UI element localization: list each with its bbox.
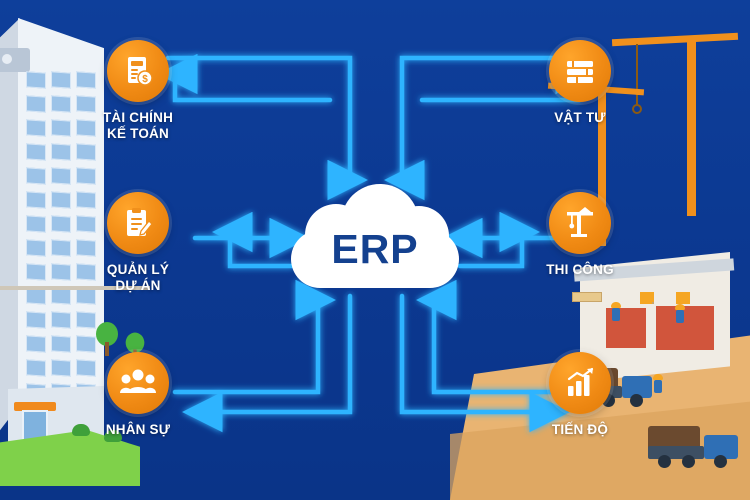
material-stack-icon bbox=[567, 61, 593, 83]
flow-erp-to-progress bbox=[399, 293, 570, 433]
brick-wall bbox=[656, 306, 714, 350]
node-project-label-line2: DỰ ÁN bbox=[115, 277, 161, 293]
building-roof-unit bbox=[0, 48, 30, 72]
flow-progress-to-erp bbox=[416, 279, 581, 395]
invoice-dollar-icon: $ bbox=[128, 57, 153, 86]
tower-crane-icon bbox=[567, 207, 593, 237]
node-construction-label: THI CÔNG bbox=[520, 262, 640, 278]
dump-truck bbox=[648, 424, 744, 472]
node-material-circle[interactable] bbox=[549, 40, 611, 102]
bush bbox=[72, 424, 90, 436]
node-project[interactable]: QUẢN LÝ DỰ ÁN bbox=[78, 192, 198, 294]
tower-crane-mast bbox=[687, 36, 696, 216]
node-construction-circle[interactable] bbox=[549, 192, 611, 254]
flow-material-to-erp bbox=[384, 55, 588, 201]
floor-slab bbox=[0, 286, 150, 290]
node-hr-label-line1: NHÂN SỰ bbox=[105, 422, 171, 437]
erp-center-label: ERP bbox=[331, 226, 419, 272]
office-building-illustration bbox=[0, 18, 104, 478]
flow-erp-to-project bbox=[212, 211, 295, 269]
flow-erp-to-construction bbox=[457, 211, 540, 269]
people-group-icon bbox=[120, 369, 156, 393]
node-progress-label: TIẾN ĐỘ bbox=[520, 422, 640, 438]
node-material-label: VẬT TƯ bbox=[520, 110, 640, 126]
pipe-stack bbox=[652, 302, 654, 304]
pipe-stack bbox=[572, 292, 602, 302]
node-finance-label-line2: KẾ TOÁN bbox=[107, 125, 169, 141]
crane-hook bbox=[632, 104, 642, 114]
crane-cable bbox=[636, 44, 638, 106]
building-awning bbox=[14, 402, 56, 411]
node-progress-label-line1: TIẾN ĐỘ bbox=[551, 422, 609, 437]
node-finance-label: TÀI CHÍNH KẾ TOÁN bbox=[78, 110, 198, 142]
building-front-wall bbox=[18, 18, 104, 448]
flow-finance-to-erp bbox=[165, 55, 368, 201]
scaffold-block bbox=[676, 292, 690, 304]
node-material[interactable]: VẬT TƯ bbox=[520, 40, 640, 126]
bar-chart-arrow-icon bbox=[567, 367, 594, 396]
flow-erp-to-finance bbox=[157, 53, 333, 103]
node-material-label-line1: VẬT TƯ bbox=[554, 110, 606, 125]
tree bbox=[96, 322, 118, 356]
bush bbox=[104, 430, 122, 442]
node-finance[interactable]: $ TÀI CHÍNH KẾ TOÁN bbox=[78, 40, 198, 142]
svg-text:$: $ bbox=[142, 74, 148, 85]
node-hr-label: NHÂN SỰ bbox=[78, 422, 198, 438]
node-progress-circle[interactable] bbox=[549, 352, 611, 414]
node-hr[interactable]: NHÂN SỰ bbox=[78, 352, 198, 438]
flow-hr-to-erp bbox=[172, 279, 336, 395]
node-project-label: QUẢN LÝ DỰ ÁN bbox=[78, 262, 198, 294]
scaffold-block bbox=[640, 292, 654, 304]
node-finance-circle[interactable]: $ bbox=[107, 40, 169, 102]
node-construction-label-line1: THI CÔNG bbox=[546, 262, 614, 277]
node-project-circle[interactable] bbox=[107, 192, 169, 254]
node-construction[interactable]: THI CÔNG bbox=[520, 192, 640, 278]
erp-cloud: ERP bbox=[285, 178, 465, 296]
node-finance-label-line1: TÀI CHÍNH bbox=[102, 110, 174, 125]
clipboard-pen-icon bbox=[127, 208, 153, 236]
node-progress[interactable]: TIẾN ĐỘ bbox=[520, 352, 640, 438]
node-hr-circle[interactable] bbox=[107, 352, 169, 414]
tower-crane-mast bbox=[598, 86, 606, 246]
node-project-label-line1: QUẢN LÝ bbox=[106, 262, 170, 277]
flow-erp-to-hr bbox=[182, 293, 353, 433]
building-side-wall bbox=[0, 18, 20, 438]
